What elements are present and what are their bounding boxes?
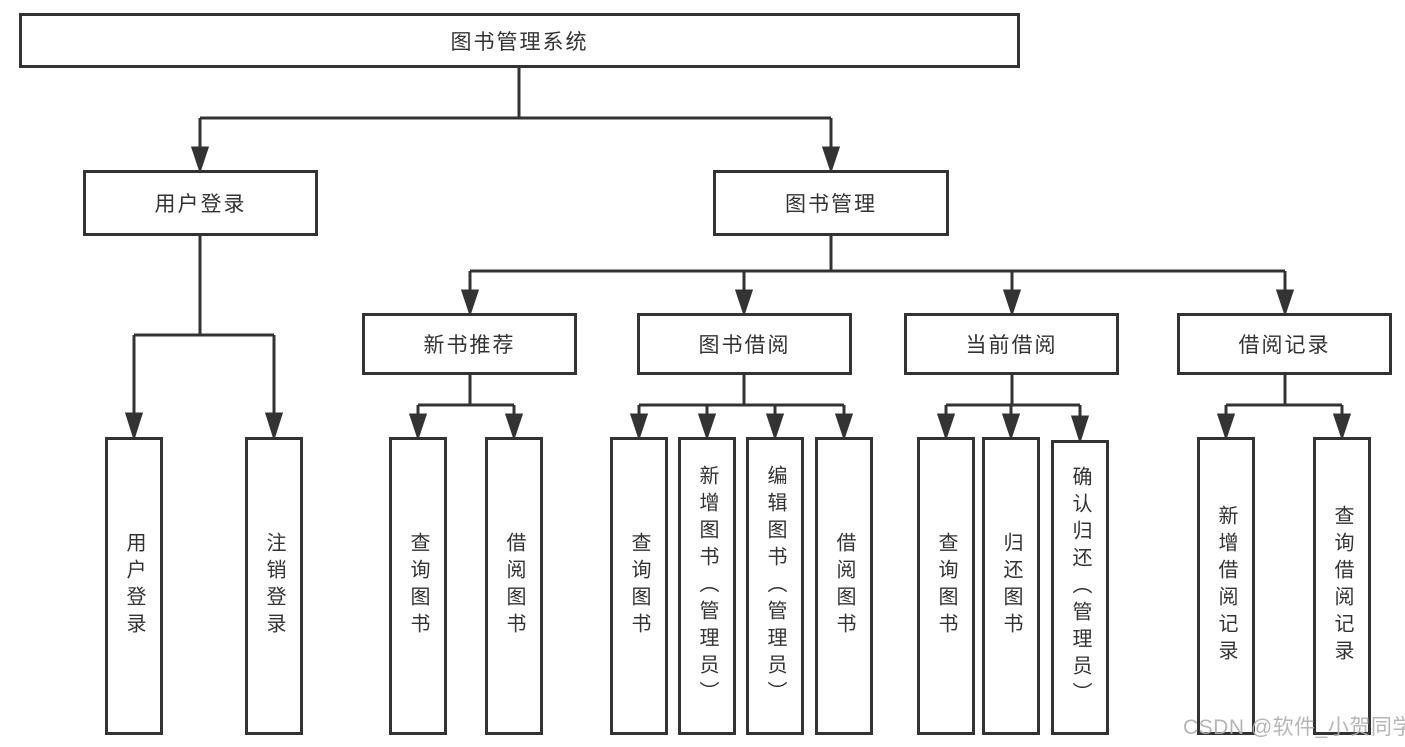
node-new-book-recommend: 新书推荐: [362, 313, 577, 375]
leaf-return-books: 归还图书: [982, 437, 1040, 735]
leaf-add-borrow-record-label: 新增借阅记录: [1215, 505, 1237, 667]
leaf-query-books-recommend-label: 查询图书: [407, 532, 429, 640]
leaf-logout: 注销登录: [245, 437, 303, 735]
leaf-query-borrow-record-label: 查询借阅记录: [1331, 505, 1353, 667]
leaf-query-books-current-label: 查询图书: [935, 532, 957, 640]
node-user-login-label: 用户登录: [154, 193, 247, 216]
node-root-label: 图书管理系统: [450, 30, 589, 54]
node-current-borrowing: 当前借阅: [904, 313, 1119, 375]
leaf-edit-books-admin: 编辑图书（管理员）: [746, 437, 804, 735]
node-book-borrowing: 图书借阅: [637, 313, 852, 375]
node-book-borrowing-label: 图书借阅: [698, 334, 791, 357]
leaf-add-books-admin-label: 新增图书（管理员）: [696, 464, 718, 708]
leaf-query-books-current: 查询图书: [917, 437, 975, 735]
leaf-query-books-borrowing: 查询图书: [610, 437, 668, 735]
leaf-add-borrow-record: 新增借阅记录: [1197, 437, 1255, 735]
leaf-edit-books-admin-label: 编辑图书（管理员）: [764, 464, 786, 708]
leaf-confirm-return-admin: 确认归还（管理员）: [1051, 440, 1109, 735]
leaf-logout-label: 注销登录: [263, 532, 285, 640]
leaf-add-books-admin: 新增图书（管理员）: [678, 437, 736, 735]
node-user-login: 用户登录: [83, 170, 318, 236]
leaf-confirm-return-admin-label: 确认归还（管理员）: [1069, 466, 1091, 709]
leaf-borrow-books-recommend-label: 借阅图书: [503, 532, 525, 640]
node-new-book-recommend-label: 新书推荐: [423, 334, 516, 357]
node-current-borrowing-label: 当前借阅: [965, 334, 1058, 357]
node-book-management: 图书管理: [713, 170, 949, 236]
leaf-borrow-books-recommend: 借阅图书: [485, 437, 543, 735]
leaf-borrow-books-label: 借阅图书: [833, 532, 855, 640]
leaf-borrow-books: 借阅图书: [815, 437, 873, 735]
node-borrow-records-label: 借阅记录: [1238, 334, 1331, 357]
csdn-watermark: CSDN @软件_小贺同学: [1183, 716, 1405, 739]
node-root: 图书管理系统: [19, 13, 1020, 68]
leaf-query-books-recommend: 查询图书: [389, 437, 447, 735]
leaf-return-books-label: 归还图书: [1000, 532, 1022, 640]
leaf-query-books-borrowing-label: 查询图书: [628, 532, 650, 640]
leaf-user-login: 用户登录: [105, 437, 163, 735]
node-borrow-records: 借阅记录: [1177, 313, 1392, 375]
node-book-management-label: 图书管理: [785, 193, 877, 216]
leaf-query-borrow-record: 查询借阅记录: [1313, 437, 1371, 735]
leaf-user-login-label: 用户登录: [123, 532, 145, 640]
